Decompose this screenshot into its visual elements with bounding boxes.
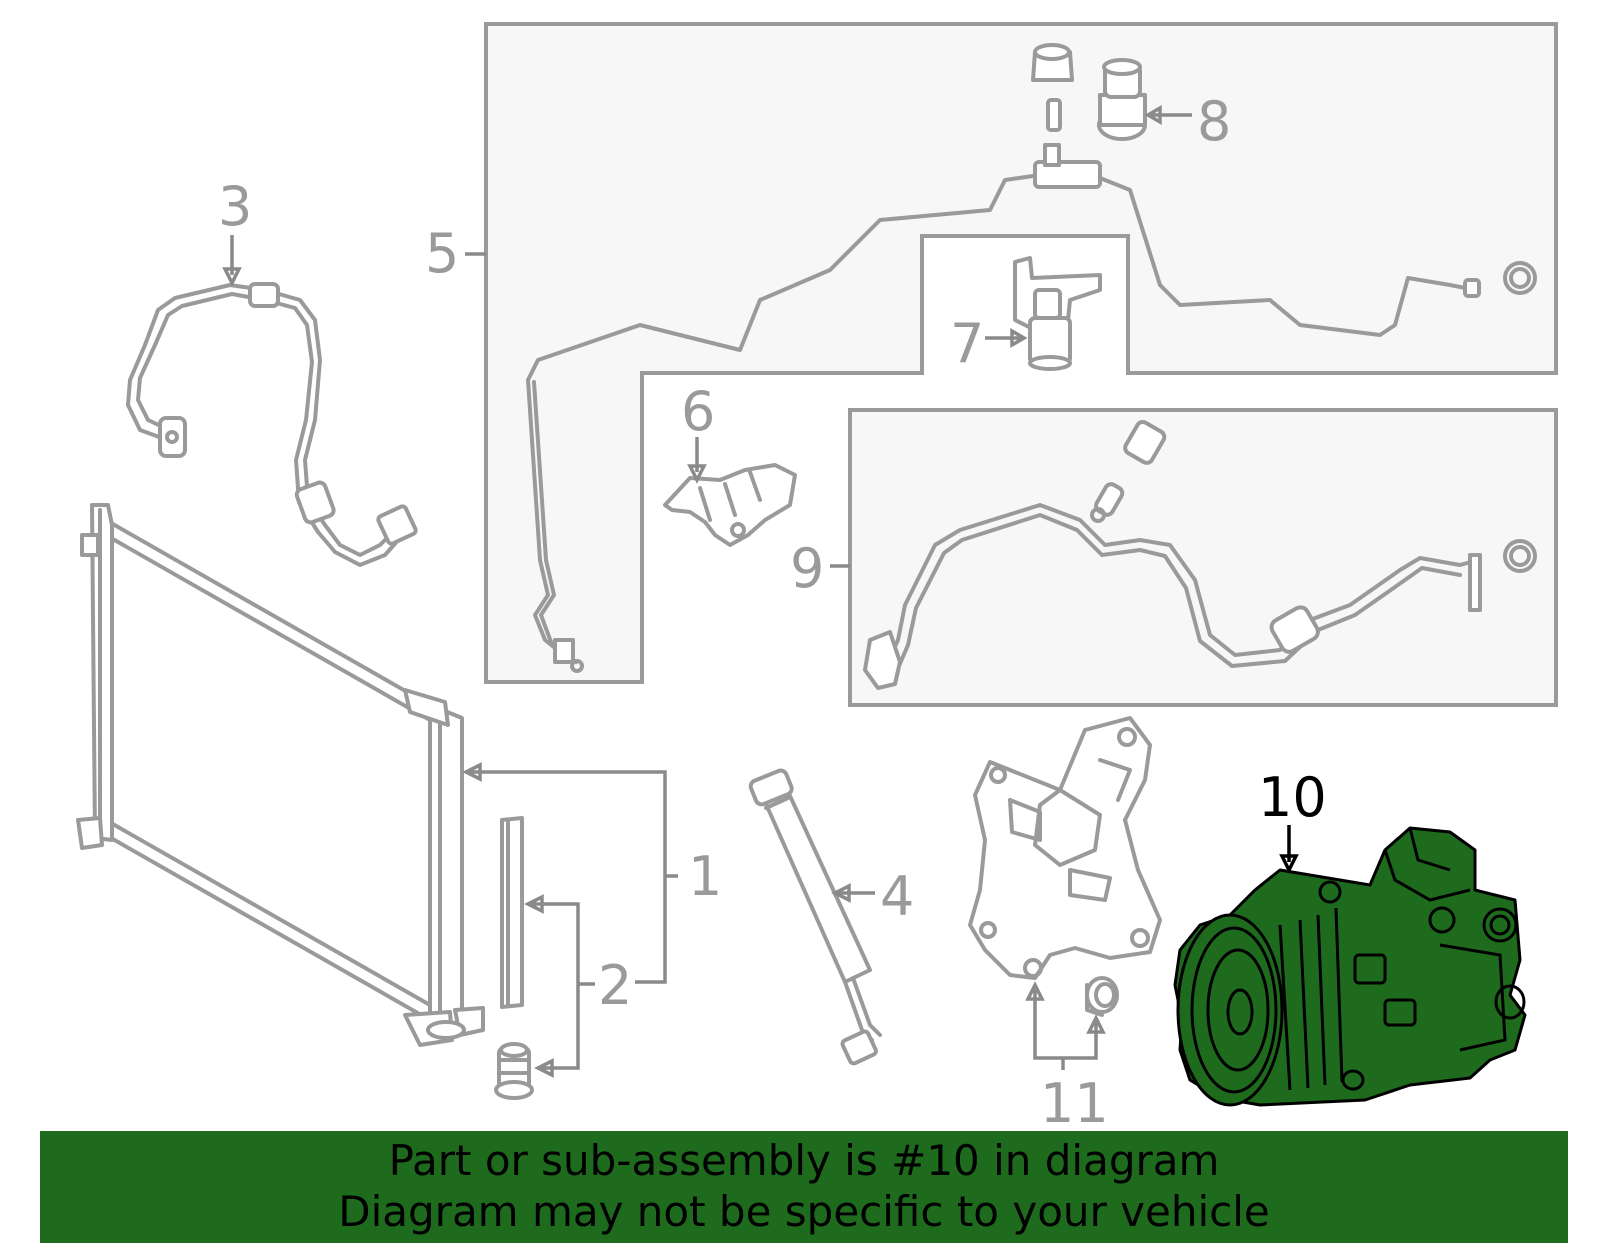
group-9-box [848,408,1558,707]
part-1-condenser [76,503,485,1047]
banner-line-2: Diagram may not be specific to your vehi… [338,1187,1270,1236]
part-5-pipe [526,43,1537,673]
part-7-sensor [1013,256,1102,371]
info-banner: Part or sub-assembly is #10 in diagram D… [40,1131,1568,1243]
group-5-box [484,22,1558,684]
callout-6: 6 [681,380,715,443]
leader-6 [687,437,707,484]
callout-11: 11 [1040,1072,1109,1135]
part-9-hose [863,419,1537,690]
leader-2 [524,894,595,1078]
leader-10 [1279,825,1299,874]
callout-4: 4 [880,865,914,928]
leader-4 [831,883,875,903]
callout-7: 7 [950,312,984,375]
part-6-bracket [663,463,797,547]
part-4-receiver [748,768,882,1066]
callout-9: 9 [790,537,824,600]
part-8-pressure-switch [1097,58,1147,141]
leader-3 [222,235,242,287]
callout-2: 2 [598,954,632,1017]
callout-1: 1 [688,845,722,908]
leader-8 [1144,104,1192,126]
callout-10: 10 [1258,766,1327,829]
callout-3: 3 [218,175,252,238]
leader-7 [985,327,1028,349]
part-2-filter [494,816,534,1100]
banner-line-1: Part or sub-assembly is #10 in diagram [388,1136,1220,1185]
part-3-hose [126,282,418,567]
callout-8: 8 [1197,90,1231,153]
leader-11 [1025,981,1106,1070]
part-11-bracket [968,716,1162,1017]
callout-5: 5 [425,222,459,285]
leader-1 [462,762,678,984]
part-10-compressor [1173,826,1527,1107]
